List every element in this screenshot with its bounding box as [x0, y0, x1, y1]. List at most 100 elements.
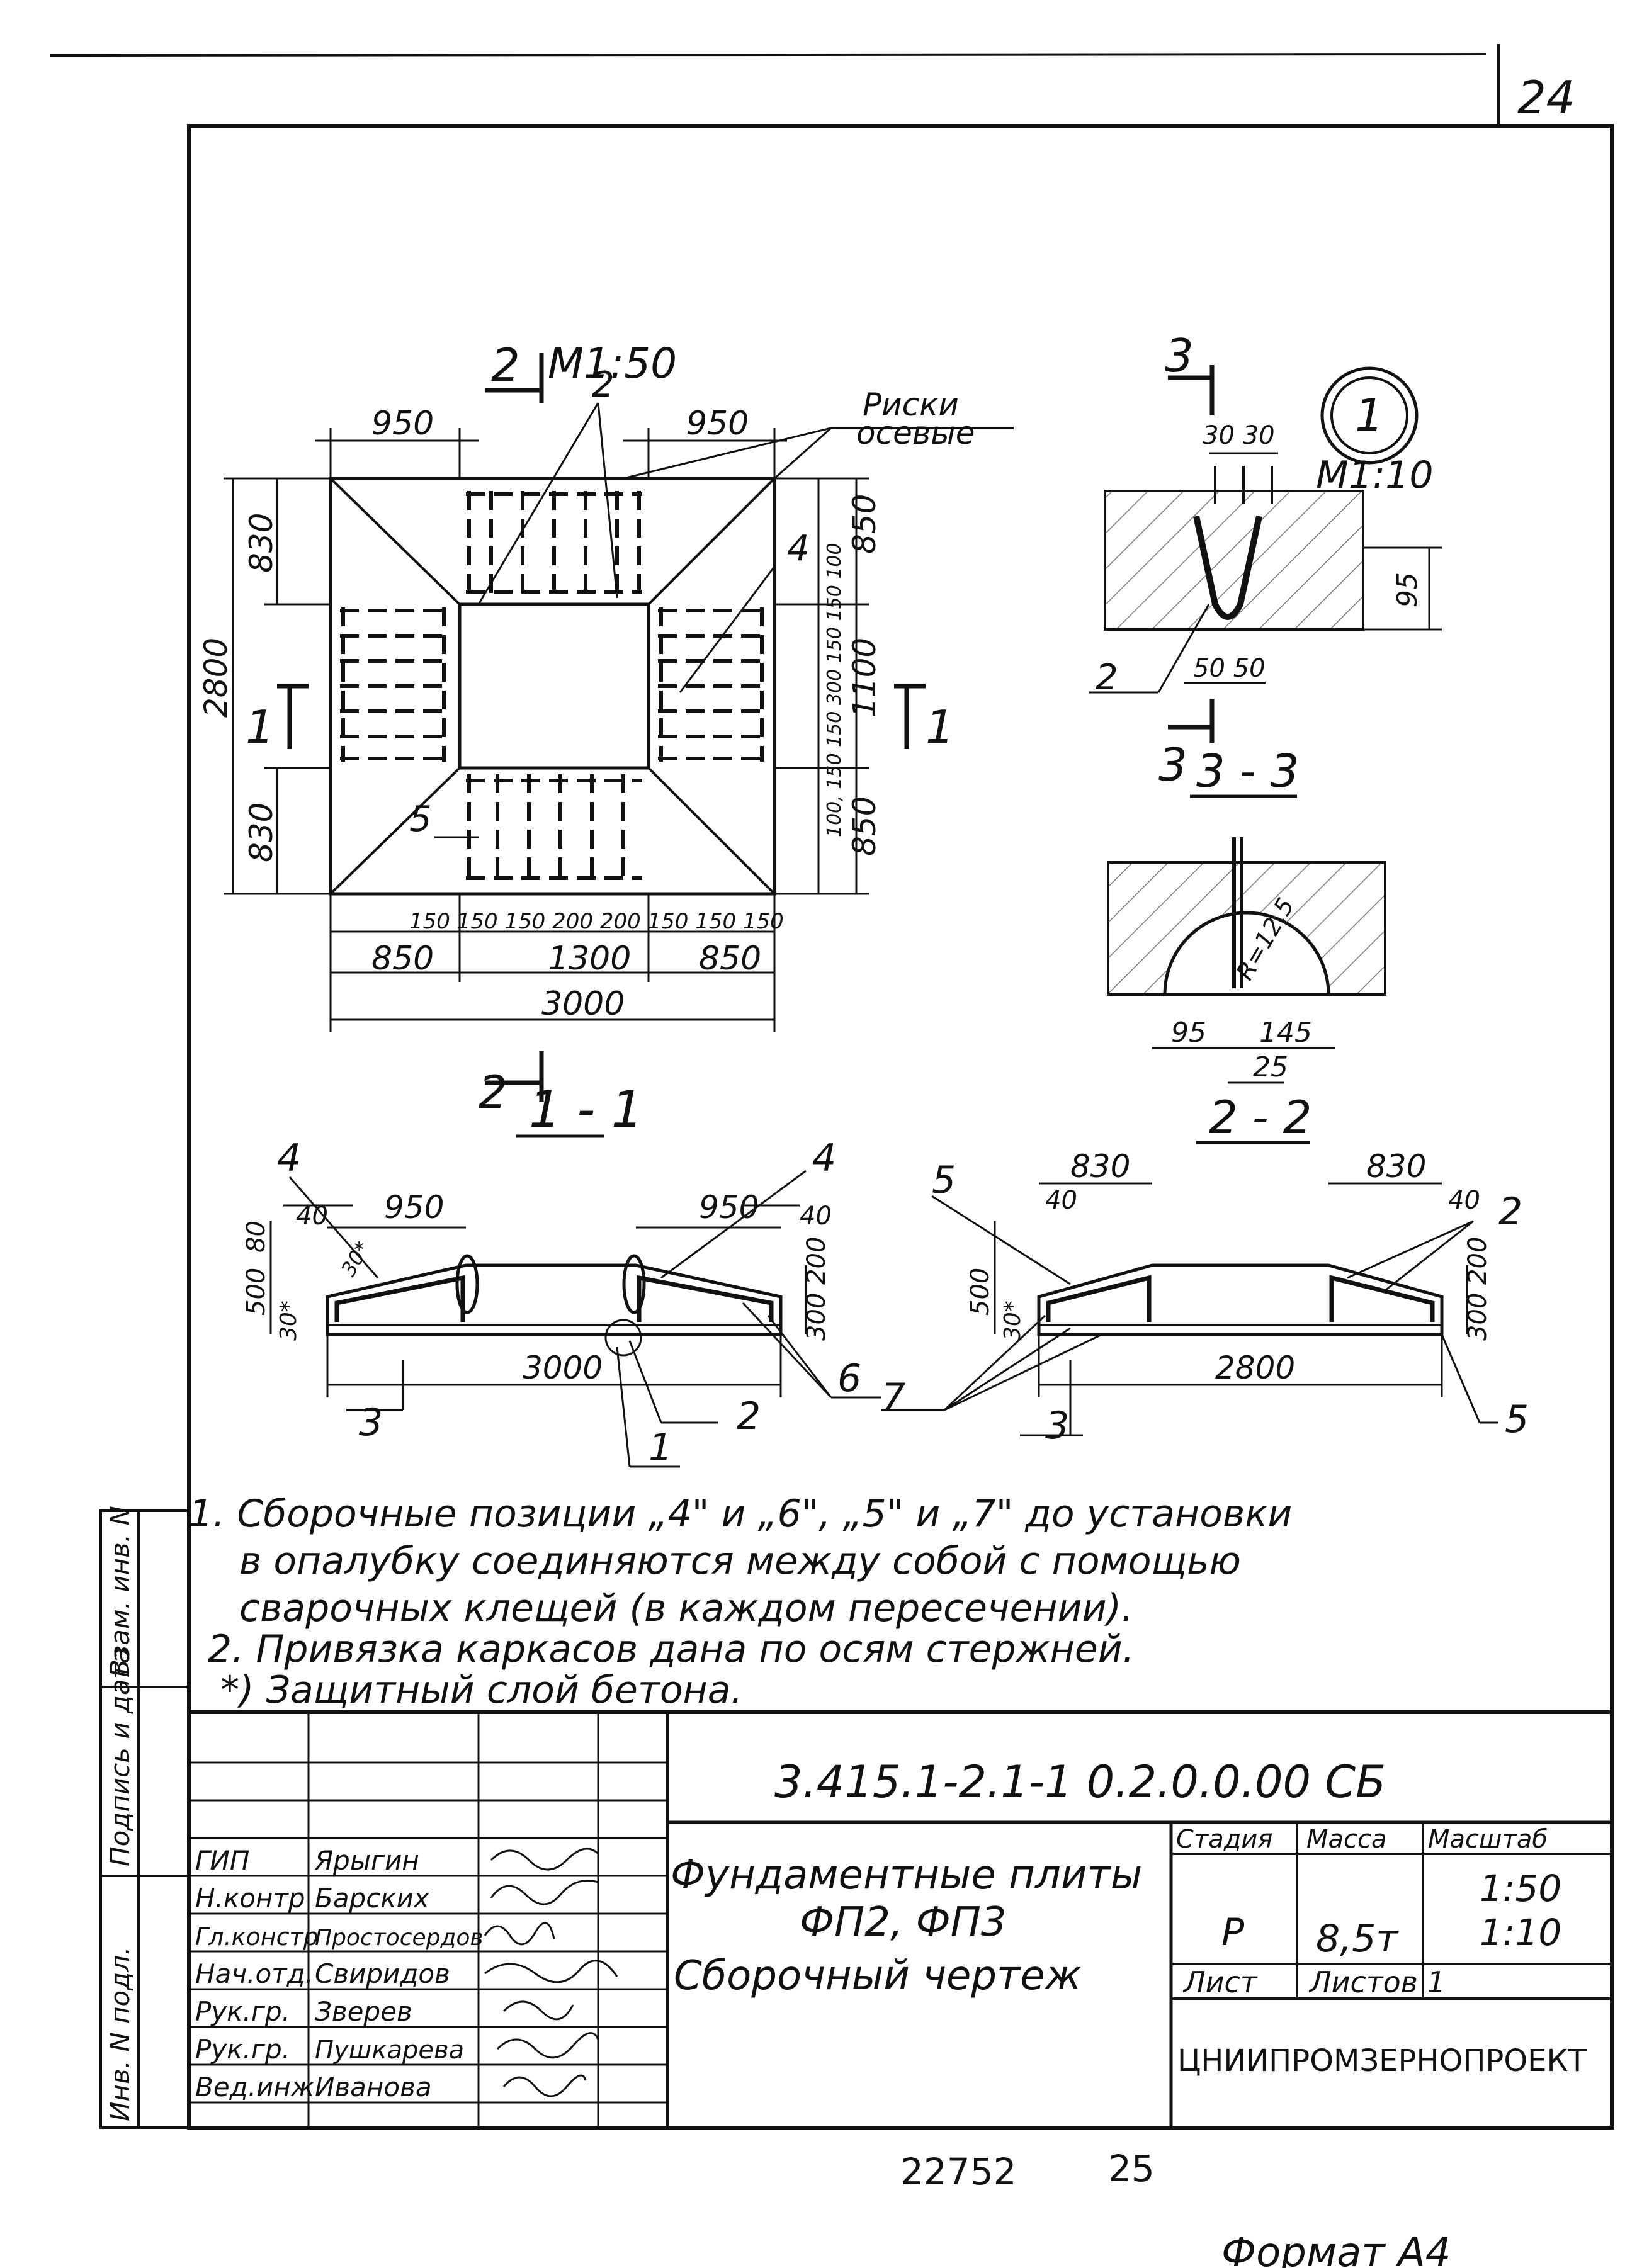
sheet-frame: 24: [50, 44, 1614, 2130]
node-position-2: 2: [1096, 657, 1118, 698]
dim-25-s22: 25: [1253, 1051, 1288, 1083]
signatures: [484, 1848, 618, 2097]
rebar-cage-left: [340, 607, 450, 762]
sr-dim-830-r: 830: [1366, 1148, 1426, 1185]
cut-label-2-bottom: 2: [479, 1066, 507, 1119]
sr-dim-300-200: 300 200: [1463, 1237, 1492, 1341]
dim-50-50: 50 50: [1193, 654, 1266, 683]
section-1-1-title: 1 - 1: [529, 1080, 643, 1139]
bottom-page: 25: [1108, 2147, 1155, 2190]
sheet-format: Формат А4: [1221, 2230, 1451, 2268]
sr-pos-2: 2: [1498, 1190, 1522, 1234]
side-stamp-cell1: Взам. инв. N: [105, 1506, 135, 1678]
node-1-detail: 1 М1:10 30 30 95 50 50 2 3 3 3 - 3: [1089, 329, 1442, 798]
person-role-3: Нач.отд.: [195, 1958, 314, 1989]
sheet-number: 24: [1517, 71, 1575, 124]
hdr-sheet: Лист: [1182, 1965, 1258, 1999]
hdr-stage: Стадия: [1176, 1825, 1272, 1854]
cut-label-2-top: 2: [491, 339, 520, 392]
person-role-2: Гл.констр: [195, 1923, 319, 1951]
person-name-3: Свиридов: [315, 1958, 450, 1989]
plan-dimensions: [224, 428, 869, 1032]
plan-view: М1:50 2 2 Риски осевые 950 950 830 2800 …: [198, 339, 1014, 1119]
sr-dim-40-l: 40: [1045, 1186, 1077, 1215]
s11-pos-2: 2: [737, 1394, 761, 1438]
person-role-0: ГИП: [195, 1845, 249, 1876]
side-stamp-cell2: Подпись и дата: [105, 1647, 135, 1866]
title-name-line1: Фундаментные плиты: [671, 1852, 1142, 1898]
dim-95: 95: [1391, 572, 1424, 607]
dim-850-top: 850: [846, 494, 883, 554]
side-stamp: [99, 1509, 190, 2129]
person-name-4: Зверев: [315, 1996, 412, 2027]
person-name-0: Ярыгин: [314, 1845, 419, 1876]
cut-label-1-left: 1: [246, 701, 275, 753]
plan-scale: М1:50: [548, 339, 677, 388]
section-right: 5 830 830 40 40 2 500 30* 300 200 2800 7…: [881, 1148, 1529, 1448]
sr-pos-7: 7: [881, 1375, 905, 1419]
position-5-label: 5: [409, 799, 432, 840]
note-line-4: 2. Привязка каркасов дана по осям стержн…: [208, 1627, 1135, 1671]
cut-markers-plan: [277, 353, 926, 1102]
sr-dim-40-r: 40: [1448, 1186, 1480, 1215]
sr-dim-30: 30*: [1000, 1300, 1026, 1341]
hdr-scale: Масштаб: [1428, 1825, 1548, 1854]
sr-pos-3: 3: [1045, 1404, 1069, 1448]
person-role-5: Рук.гр.: [195, 2034, 290, 2065]
val-scale1: 1:50: [1480, 1867, 1561, 1910]
rebar-cage-bottom: [466, 774, 642, 881]
label-riski: Риски: [863, 386, 959, 423]
section-2-2-title: 2 - 2: [1209, 1091, 1311, 1144]
sr-pos-5b: 5: [1505, 1397, 1529, 1441]
s11-pos-4b: 4: [812, 1136, 836, 1180]
s11-dim-950-r: 950: [699, 1189, 759, 1226]
dim-chain-right: 100, 150 150 300 150 150 100: [824, 543, 846, 837]
title-name-line3: Сборочный чертеж: [674, 1953, 1082, 1999]
section-1-1: 1 - 1 4 4 950 950 40 40: [242, 1080, 881, 1470]
doc-code: 3.415.1-2.1-1 0.2.0.0.00 СБ: [774, 1756, 1386, 1808]
dim-850-bottom: 850: [846, 796, 883, 856]
note-line-2: в опалубку соединяются между собой с пом…: [239, 1539, 1241, 1583]
val-stage: Р: [1221, 1910, 1245, 1955]
dim-2800: 2800: [198, 638, 234, 718]
person-role-4: Рук.гр.: [195, 1996, 290, 2027]
dim-950-left: 950: [371, 405, 434, 443]
person-role-6: Вед.инж: [195, 2072, 315, 2102]
label-osevye: осевые: [856, 415, 975, 451]
note-line-3: сварочных клещей (в каждом пересечении).: [239, 1586, 1134, 1630]
dim-830-top: 830: [243, 513, 280, 573]
s11-dim-30b: 30*: [336, 1238, 375, 1280]
s11-dim-40-r: 40: [800, 1202, 832, 1231]
title-block-grid: [189, 1710, 1612, 2128]
dim-850-left: 850: [371, 940, 434, 978]
dim-145-s22: 145: [1259, 1017, 1312, 1049]
bottom-number: 22752: [900, 2150, 1017, 2193]
person-name-1: Барских: [315, 1883, 430, 1914]
sr-dim-2800: 2800: [1215, 1350, 1295, 1386]
node-circle-label: 1: [1355, 389, 1384, 442]
s11-pos-6: 6: [837, 1357, 861, 1401]
person-name-5: Пушкарева: [315, 2036, 464, 2065]
rebar-cage-top: [466, 491, 642, 598]
position-2-label: 2: [592, 364, 615, 405]
dim-chain-bottom: 150 150 150 200 200 150 150 150: [409, 909, 784, 934]
val-scale2: 1:10: [1480, 1911, 1561, 1954]
dim-95-s22: 95: [1171, 1017, 1206, 1049]
hdr-sheets: Листов 1: [1308, 1965, 1446, 1999]
person-role-1: Н.контр: [195, 1883, 305, 1914]
cut-label-3-bottom: 3: [1158, 738, 1187, 791]
title-name-line2: ФП2, ФП3: [800, 1899, 1007, 1946]
s11-pos-4a: 4: [277, 1136, 301, 1180]
position-4-label: 4: [787, 528, 810, 569]
dim-1300: 1300: [548, 940, 631, 978]
s11-pos-3: 3: [359, 1401, 383, 1445]
s11-dim-300-200: 300 200: [802, 1237, 831, 1341]
dim-30-30: 30 30: [1203, 421, 1275, 450]
val-mass: 8,5т: [1316, 1917, 1399, 1961]
dim-850-right: 850: [699, 940, 761, 978]
person-name-6: Иванова: [315, 2072, 432, 2102]
s11-dim-30: 30*: [276, 1300, 302, 1341]
dim-3000: 3000: [541, 985, 625, 1023]
s11-dim-950-l: 950: [384, 1189, 444, 1226]
s11-dim-500: 500: [242, 1268, 271, 1316]
